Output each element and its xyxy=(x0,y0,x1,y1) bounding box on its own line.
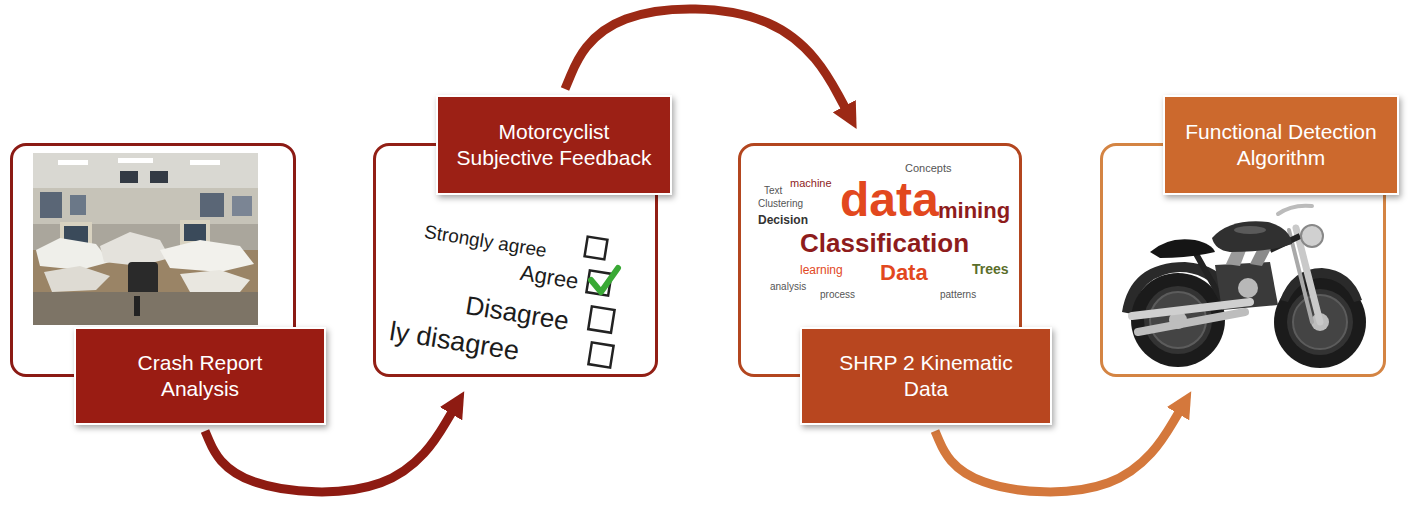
office-photo-part xyxy=(180,270,250,292)
office-photo-part xyxy=(134,296,140,316)
office-photo-part xyxy=(33,188,258,224)
checkbox-option: Disagree xyxy=(464,292,571,334)
label-tab: Functional Detection Algorithm xyxy=(1163,95,1399,195)
checkbox-option: Strongly agree xyxy=(423,222,548,260)
checkbox-option: ly disagree xyxy=(388,318,521,365)
office-photo-part xyxy=(33,292,258,325)
checkbox-picture-part xyxy=(588,306,614,332)
motorcycle-photo-part xyxy=(1278,206,1312,214)
tab-text-block: SHRP 2 Kinematic Data xyxy=(826,350,1026,401)
word-cloud-word: mining xyxy=(938,200,1010,222)
motorcycle-photo-part xyxy=(1301,225,1323,247)
motorcycle-photo-part xyxy=(1212,221,1292,252)
office-photo-part xyxy=(232,196,252,216)
checkbox-option: Agree xyxy=(519,262,580,293)
label-tab: Crash Report Analysis xyxy=(74,327,326,425)
tab-text-block: Functional Detection Algorithm xyxy=(1175,119,1387,170)
panel-title: Crash Report Analysis xyxy=(120,350,280,401)
motorcycle-photo-part xyxy=(1238,278,1258,298)
motorcycle-photo-part xyxy=(1234,226,1266,234)
process-panel: Functional Detection Algorithm xyxy=(1100,95,1399,377)
word-cloud-word: Decision xyxy=(758,214,808,226)
word-cloud-word: Text xyxy=(764,186,782,196)
office-photo-part xyxy=(33,153,258,325)
office-photo-part xyxy=(44,266,110,292)
office-photo-part xyxy=(40,192,62,218)
label-tab: Motorcyclist Subjective Feedback xyxy=(436,95,672,195)
office-photo-part xyxy=(150,171,168,183)
word-cloud-word: process xyxy=(820,290,855,300)
word-cloud-word: Clustering xyxy=(758,199,803,209)
motorcycle-photo xyxy=(1122,206,1366,368)
checkbox-picture-part xyxy=(585,237,608,260)
checkbox-picture-part xyxy=(588,342,613,367)
panel-title: SHRP 2 Kinematic Data xyxy=(826,350,1026,401)
tab-text-block: Motorcyclist Subjective Feedback xyxy=(448,119,660,170)
process-panel: Crash Report Analysis xyxy=(10,143,326,425)
motorcycle-photo-part xyxy=(1280,268,1362,302)
word-cloud-word: machine xyxy=(790,178,832,189)
office-photo-part xyxy=(160,240,254,272)
word-cloud-word: Trees xyxy=(972,262,1009,276)
office-photo-part xyxy=(118,158,153,163)
office-photo-part xyxy=(190,160,220,165)
office-photo-part xyxy=(58,160,88,165)
label-tab: SHRP 2 Kinematic Data xyxy=(800,327,1052,425)
motorcycle-photo-part xyxy=(1150,239,1215,258)
word-cloud-word: learning xyxy=(800,264,843,276)
word-cloud-word: Classification xyxy=(800,230,969,256)
office-photo-part xyxy=(120,171,138,183)
checkbox-picture-part xyxy=(591,268,618,292)
word-cloud-word: Concepts xyxy=(905,163,951,174)
office-photo-part xyxy=(100,232,170,266)
tab-text-block: Crash Report Analysis xyxy=(120,350,280,401)
panel-title: Motorcyclist Subjective Feedback xyxy=(448,119,660,170)
office-photo-part xyxy=(36,238,110,270)
office-photo-part xyxy=(200,193,224,217)
motorcycle-photo-part xyxy=(1138,312,1245,332)
checkbox-picture xyxy=(585,237,618,368)
office-photo xyxy=(33,153,258,325)
word-cloud-word: Data xyxy=(880,262,928,284)
panel-title: Functional Detection Algorithm xyxy=(1175,119,1387,170)
word-cloud-word: patterns xyxy=(940,290,976,300)
word-cloud-word: data xyxy=(840,176,939,224)
office-photo-part xyxy=(184,224,206,241)
office-photo-part xyxy=(33,153,258,188)
word-cloud-word: analysis xyxy=(770,282,806,292)
office-photo-part xyxy=(128,262,158,296)
office-photo-part xyxy=(70,195,86,215)
